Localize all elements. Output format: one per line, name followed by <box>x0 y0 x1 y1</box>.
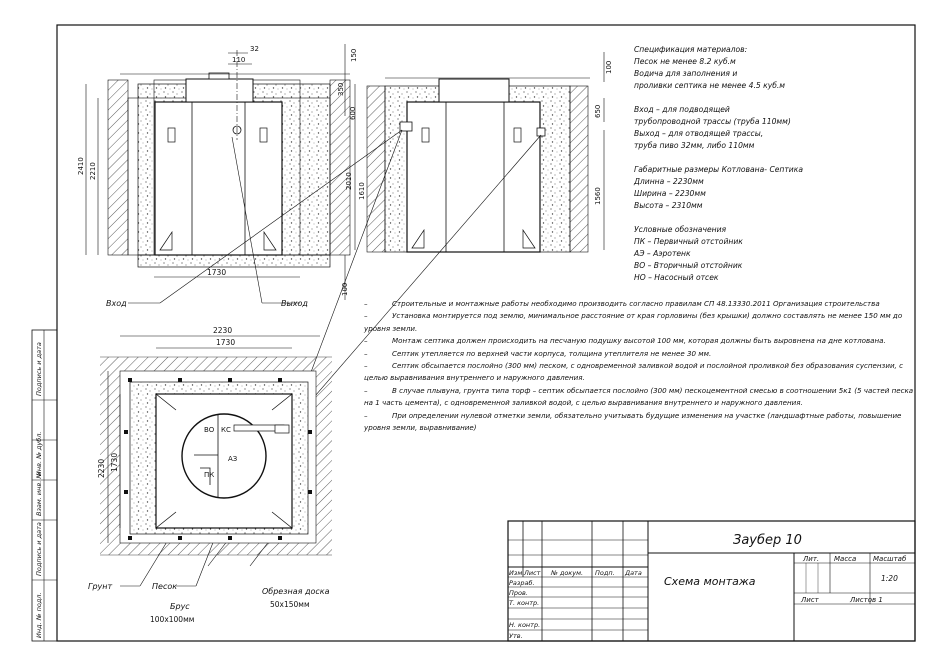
spec-line: Вход – для подводящей <box>634 105 730 114</box>
tb-product: Заубер 10 <box>733 533 802 548</box>
spec-line: Условные обозначения <box>634 225 727 234</box>
section-view-left <box>85 44 356 300</box>
tb-role-check: Пров. <box>509 589 528 597</box>
label-board-size: 50х150мм <box>270 600 310 609</box>
dim-350: 350 <box>337 83 345 96</box>
spec-line: Длинна – 2230мм <box>634 177 704 186</box>
title-block <box>507 520 916 642</box>
dim-110: 110 <box>232 56 245 64</box>
note-item: –Установка монтируется под землю, минима… <box>364 311 903 333</box>
spec-line: труба пиво 32мм, либо 110мм <box>634 141 755 150</box>
tank-body-right <box>406 101 541 253</box>
note-item: –Строительные и монтажные работы необход… <box>364 299 880 308</box>
dim-plan-1730: 1730 <box>216 338 235 347</box>
spec-line: трубопроводной трассы (труба 110мм) <box>634 117 791 126</box>
spec-line: АЭ – Аэротенк <box>634 249 691 258</box>
tb-role-ncontr: Н. контр. <box>509 621 540 629</box>
tb-hdr-doc: № докум. <box>550 569 583 577</box>
label-beam: Брус <box>170 602 190 611</box>
spec-line: Водича для заполнения и <box>634 69 738 78</box>
dim-2410: 2410 <box>77 157 85 175</box>
dim-100-right: 100 <box>605 61 613 74</box>
spec-line: Габаритные размеры Котлована- Септика <box>634 165 803 174</box>
note-item: –Септик утепляется по верхней части корп… <box>364 348 712 358</box>
dim-2210: 2210 <box>89 162 97 180</box>
installation-notes: –Строительные и монтажные работы необход… <box>364 298 914 434</box>
tb-scale-value: 1:20 <box>881 574 898 583</box>
tb-role-dev: Разраб. <box>509 579 535 587</box>
dim-100-left: 100 <box>341 283 349 296</box>
tb-hdr-list: Лист <box>523 569 541 577</box>
stamp-dup-inv: Инв. № дубл. <box>35 432 43 476</box>
tb-hdr-date: Дата <box>624 569 642 577</box>
section-view-right <box>366 52 605 253</box>
tb-col-lit: Лит. <box>802 555 819 563</box>
tb-col-scale: Масштаб <box>873 555 907 563</box>
dim-2010: 2010 <box>345 172 353 190</box>
label-board: Обрезная доска <box>262 587 330 596</box>
label-vo: ВО <box>204 426 215 434</box>
note-item: –Монтаж септика должен происходить на пе… <box>364 336 886 346</box>
materials-spec: Спецификация материалов: Песок не менее … <box>634 44 914 284</box>
dim-650: 650 <box>594 105 602 118</box>
dim-150: 150 <box>350 49 358 62</box>
note-item: –В случае плывуна, грунта типа торф – се… <box>364 385 914 408</box>
label-ks: КС <box>221 426 231 434</box>
stamp-replace-inv: Взам. инв. № <box>35 472 43 516</box>
tb-hdr-sign: Подп. <box>595 569 615 577</box>
label-inlet: Вход <box>106 299 127 308</box>
dim-600: 600 <box>349 107 357 120</box>
label-beam-size: 100х100мм <box>150 615 194 624</box>
tb-hdr-izm: Изм. <box>509 569 524 577</box>
note-item: –При определении нулевой отметки земли, … <box>364 410 902 433</box>
dim-32: 32 <box>250 45 259 53</box>
label-sand: Песок <box>152 582 177 591</box>
stamp-sign-date-2: Подпись и дата <box>35 342 43 396</box>
spec-line: Высота – 2310мм <box>634 201 703 210</box>
spec-line: Ширина – 2230мм <box>634 189 706 198</box>
tank-body-left <box>154 101 283 256</box>
side-stamp-box <box>31 329 58 642</box>
dim-1610: 1610 <box>358 182 366 200</box>
label-pk: ПК <box>204 471 214 479</box>
spec-line: проливки септика не менее 4.5 куб.м <box>634 81 786 90</box>
tb-col-mass: Масса <box>834 555 856 563</box>
label-outlet: Выход <box>281 299 308 308</box>
tb-sheets: Листов 1 <box>849 596 883 604</box>
spec-line: НО – Насосный отсек <box>634 273 719 282</box>
note-item: –Септик обсыпается послойно (300 мм) пес… <box>364 361 903 383</box>
dim-plan-2230-v: 2230 <box>97 459 106 478</box>
label-soil: Грунт <box>88 582 113 591</box>
tb-role-tcontr: Т. контр. <box>509 599 539 607</box>
spec-line: Выход – для отводящей трассы, <box>634 129 764 138</box>
dim-plan-1730-v: 1730 <box>110 453 119 472</box>
tb-drawing-title: Схема монтажа <box>664 575 756 588</box>
spec-line: ВО – Вторичный отстойник <box>634 261 743 270</box>
dim-1560: 1560 <box>594 187 602 205</box>
dim-plan-2230: 2230 <box>213 326 232 335</box>
tb-role-approve: Утв. <box>509 632 523 640</box>
spec-line: Песок не менее 8.2 куб.м <box>634 57 736 66</box>
spec-line: ПК – Первичный отстойник <box>634 237 743 246</box>
label-az: АЗ <box>228 455 238 463</box>
stamp-sign-date-1: Подпись и дата <box>35 522 43 576</box>
spec-line: Спецификация материалов: <box>634 45 748 54</box>
plan-hatch-circle <box>181 413 267 499</box>
tb-sheet: Лист <box>800 596 820 604</box>
stamp-inv-orig: Инд. № подл. <box>35 592 43 638</box>
plan-view <box>100 335 332 556</box>
dim-1730-section: 1730 <box>207 268 226 277</box>
